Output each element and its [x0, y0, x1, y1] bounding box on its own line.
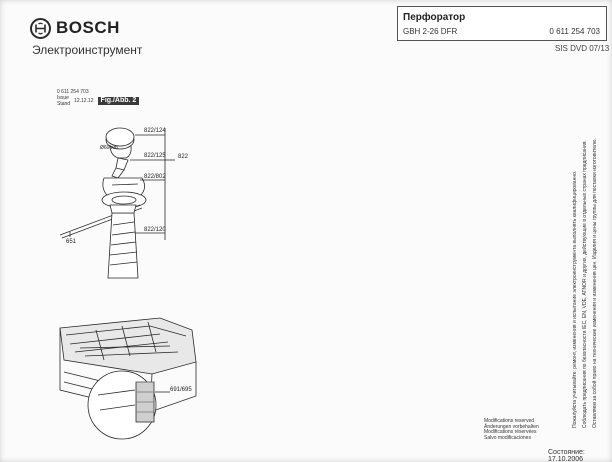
auxiliary-handle-drawing [107, 204, 139, 279]
vertical-note-1: Пожалуйста учитывайте: ремонт, изменения… [572, 170, 578, 428]
figure-tag: Fig./Abb. 2 [97, 97, 140, 105]
figure-label-block: 0 611 254 703 Issue Stand 12.12.12 Fig./… [57, 89, 140, 107]
carrying-case-drawing [59, 317, 197, 440]
handle-collar-drawing [101, 177, 147, 209]
vertical-note-3: Оставляем за собой право на технические … [592, 138, 598, 428]
sis-dvd-label: SIS DVD 07/13 [555, 44, 610, 53]
brand-name: BOSCH [56, 18, 120, 37]
mod-line-de: Änderungen vorbehalten [484, 423, 539, 430]
mod-line-fr: Modifications réservées [484, 429, 537, 435]
part-label-822-802: 822/802 [144, 174, 166, 180]
side-clamp-drawing [111, 157, 129, 179]
stand-label: Stand [57, 101, 71, 107]
vertical-note-2: Соблюдать предписания по безопасности IE… [582, 140, 588, 428]
product-info-box: Перфоратор GBH 2-26 DFR 0 611 254 703 [397, 6, 607, 41]
part-label-822-120: 822/120 [144, 227, 166, 233]
product-model: GBH 2-26 DFR [403, 27, 458, 36]
mod-line-es: Salvo modificaciones [484, 434, 531, 441]
part-label-651: 651 [66, 239, 77, 245]
product-title: Перфоратор [403, 12, 466, 23]
dimension-label: Ø60mm [100, 145, 118, 151]
product-part-number: 0 611 254 703 [549, 27, 600, 36]
bosch-logo: BOSCH [30, 14, 120, 42]
issue-date: 12.12.12 [74, 98, 94, 104]
part-label-822-125: 822/125 [144, 153, 166, 159]
part-label-691-695: 691/695 [170, 387, 192, 393]
bosch-armature-icon [30, 17, 51, 39]
mod-line-en: Modifications reserved [484, 418, 535, 424]
page-subtitle: Электроинструмент [32, 43, 143, 57]
modifications-note: Modifications reserved Änderungen vorbeh… [484, 418, 539, 441]
vertical-notes: Пожалуйста учитывайте: ремонт, изменения… [572, 108, 608, 428]
part-label-822-124: 822/124 [144, 128, 166, 134]
issue-label: Issue [57, 95, 69, 101]
part-label-822: 822 [178, 154, 189, 160]
status-date: Состояние: 17.10.2006 [548, 449, 585, 462]
depth-ring-drawing [105, 127, 135, 159]
figure-part-number: 0 611 254 703 [57, 89, 89, 95]
